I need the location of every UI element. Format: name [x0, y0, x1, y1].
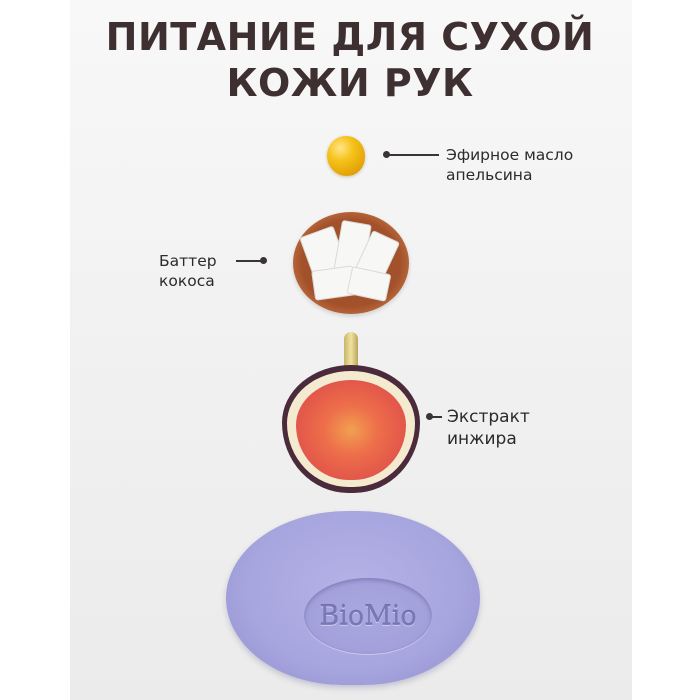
callout-line — [387, 154, 439, 156]
coconut-bowl-icon — [293, 212, 409, 314]
callout-dot — [426, 413, 433, 420]
callout-line — [430, 416, 442, 418]
ingredient-label-fig-extract: Экстракт инжира — [447, 407, 530, 449]
title-line-2: КОЖИ РУК — [226, 61, 474, 105]
callout-dot — [383, 151, 390, 158]
page-title: ПИТАНИЕ ДЛЯ СУХОЙ КОЖИ РУК — [0, 14, 700, 106]
ingredient-label-orange-oil: Эфирное масло апельсина — [446, 146, 574, 184]
orange-oil-drop-icon — [327, 136, 365, 176]
fig-icon — [282, 365, 420, 493]
ingredient-label-coconut-butter: Баттер кокоса — [159, 252, 217, 290]
brand-logo: BioMio — [319, 600, 417, 632]
fig-skin-inner — [287, 371, 415, 487]
fig-flesh — [296, 380, 406, 480]
fig-stem — [344, 332, 358, 372]
soap-bar: BioMio — [226, 511, 480, 685]
callout-line — [236, 260, 264, 262]
soap-logo-emboss: BioMio — [304, 578, 432, 654]
title-line-1: ПИТАНИЕ ДЛЯ СУХОЙ — [105, 15, 595, 59]
callout-dot — [260, 257, 267, 264]
